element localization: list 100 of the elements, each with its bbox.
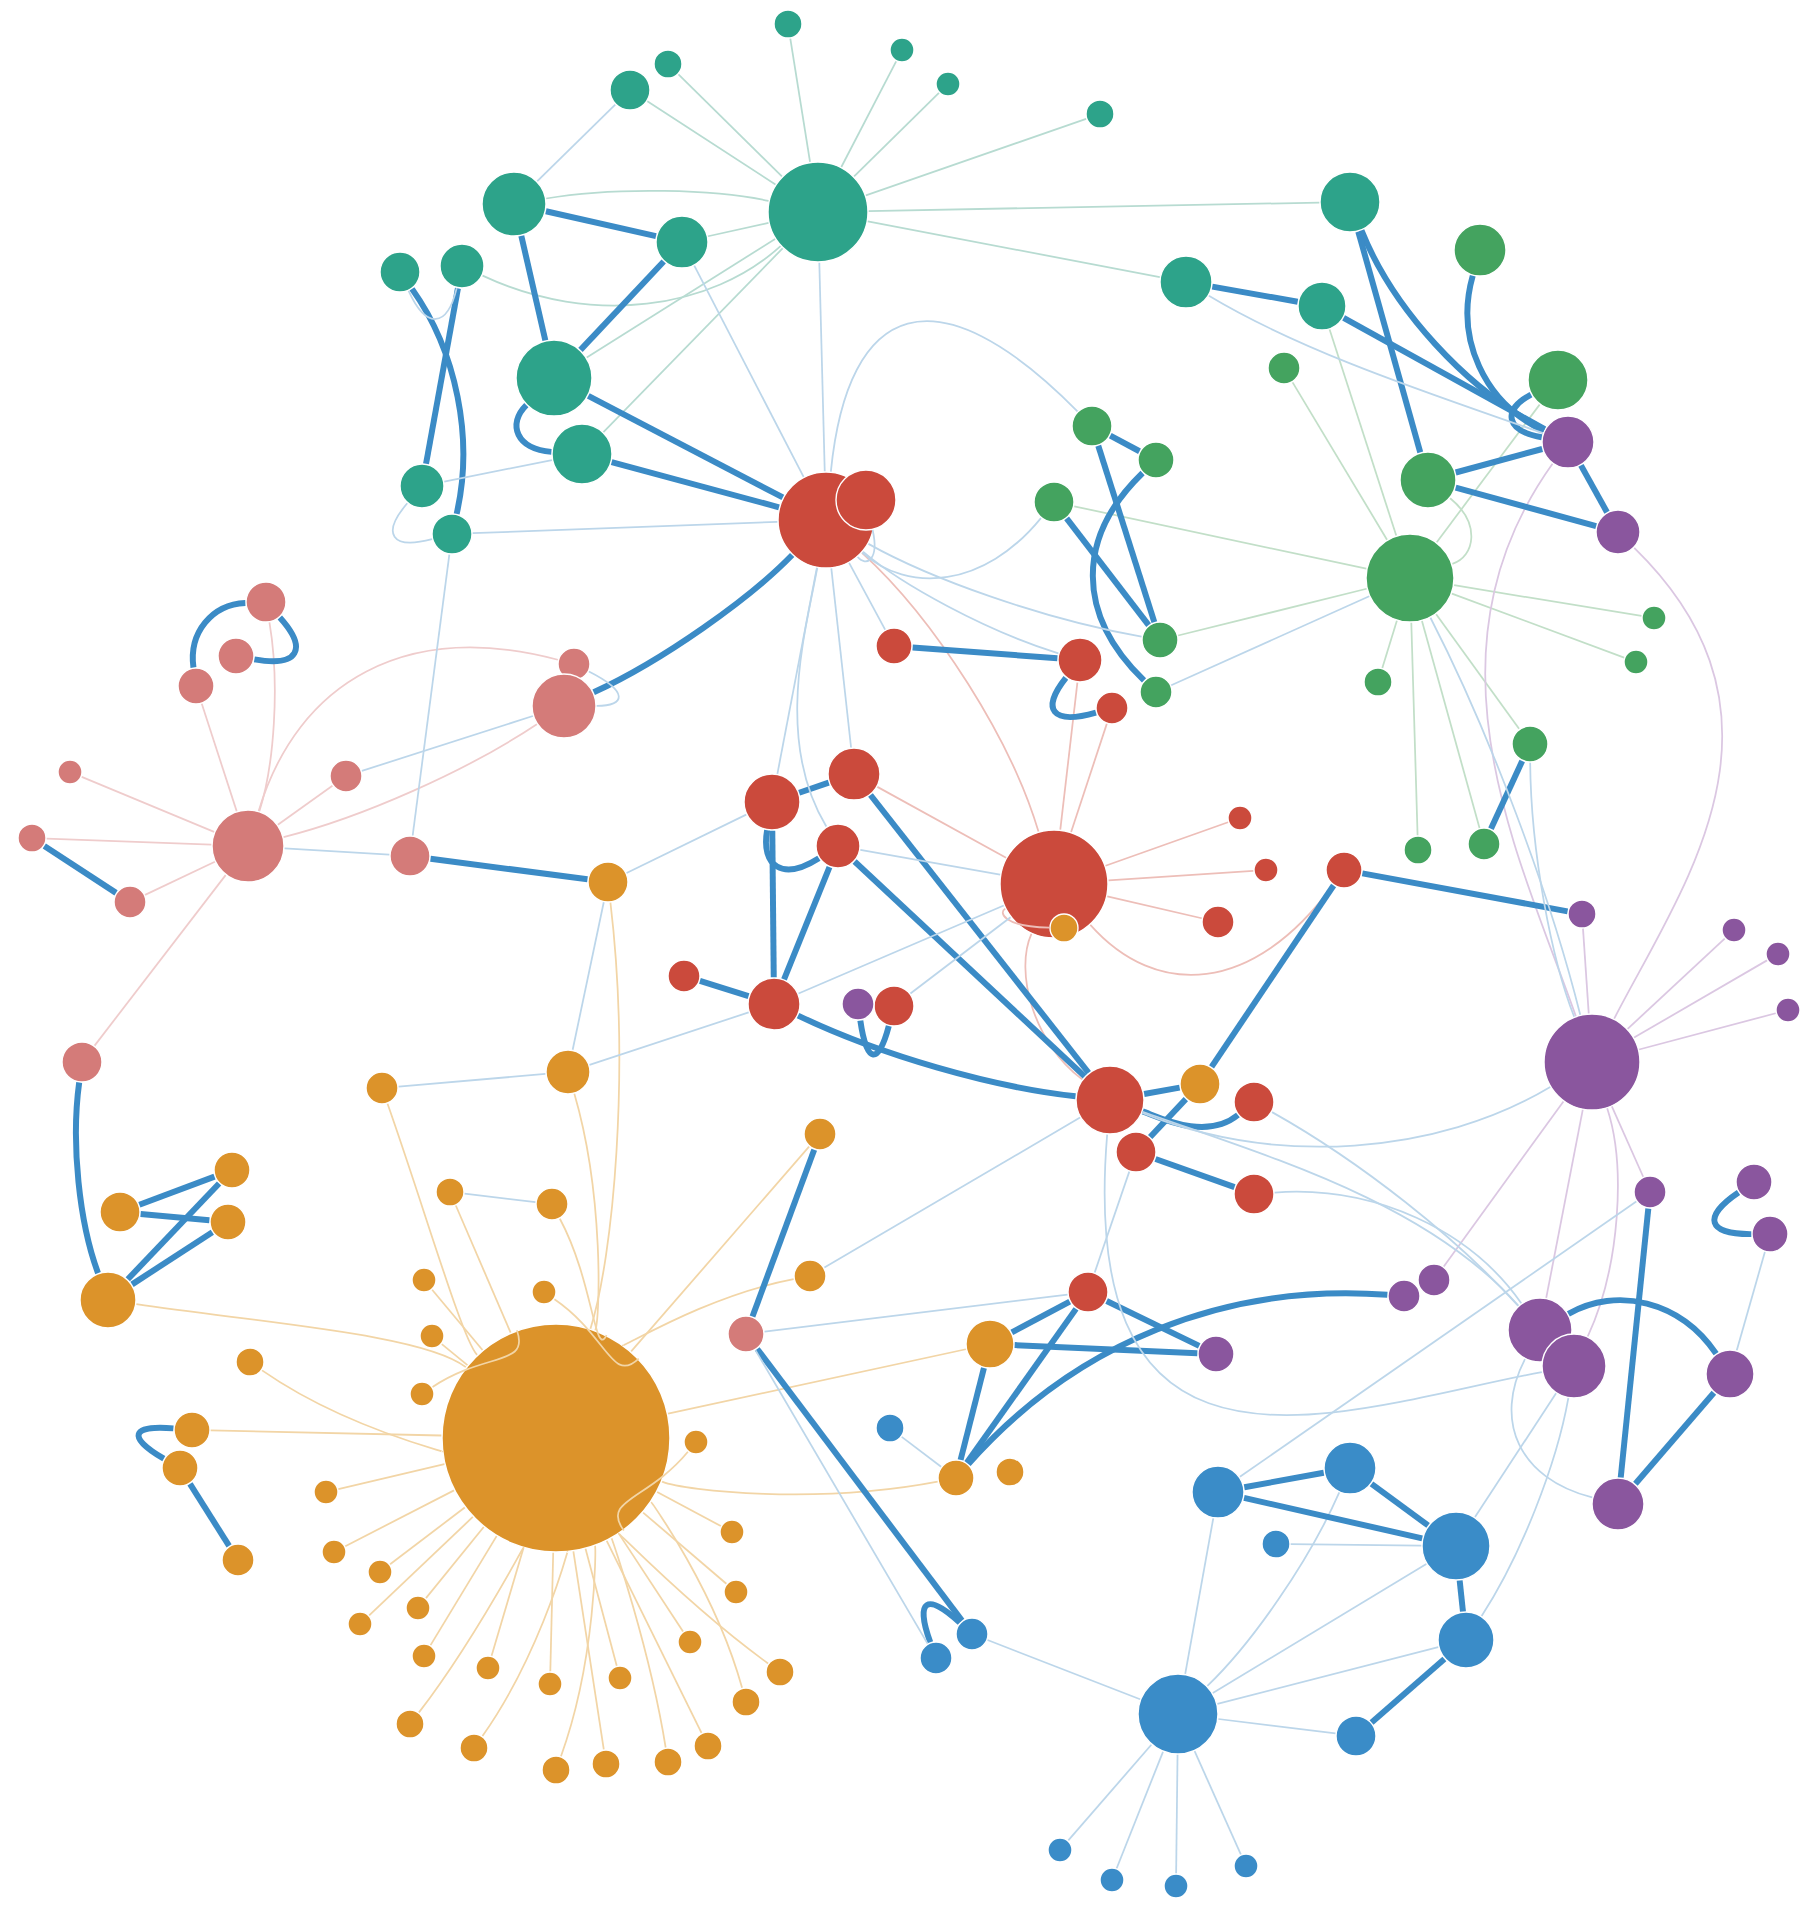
graph-node: [835, 469, 897, 531]
connector: [789, 37, 811, 163]
connector: [1361, 870, 1569, 915]
graph-node: [1365, 533, 1455, 623]
connector: [900, 1436, 942, 1468]
connector: [490, 1547, 525, 1657]
connector: [830, 567, 852, 749]
graph-node: [765, 1657, 795, 1687]
connector: [1239, 1200, 1638, 1478]
connector: [1582, 927, 1590, 1015]
connector: [138, 1173, 216, 1208]
connector: [630, 1145, 810, 1353]
connector: [572, 1550, 605, 1751]
connector: [471, 520, 779, 535]
graph-node: [321, 1539, 347, 1565]
graph-node: [541, 1755, 571, 1785]
graph-node: [1033, 481, 1075, 523]
graph-node: [1765, 941, 1791, 967]
graph-node: [545, 1049, 591, 1095]
graph-node: [875, 1413, 905, 1443]
connector: [677, 73, 783, 178]
connector: [857, 1020, 892, 1058]
connector: [553, 1298, 640, 1367]
connector: [986, 1639, 1141, 1701]
graph-node: [113, 885, 147, 919]
connector: [560, 1544, 597, 1758]
connector: [868, 793, 1091, 1075]
graph-node: [1233, 1853, 1259, 1879]
graph-node: [999, 829, 1109, 939]
graph-node: [1071, 405, 1113, 447]
connector: [1508, 392, 1543, 441]
connector: [1141, 1086, 1552, 1148]
graph-node: [1191, 1465, 1245, 1519]
graph-node: [61, 1041, 103, 1083]
connector: [344, 1489, 455, 1548]
graph-node: [1437, 1611, 1495, 1669]
graph-node: [767, 161, 869, 263]
connector: [1435, 613, 1520, 730]
graph-node: [723, 1579, 749, 1605]
connector: [867, 201, 1321, 212]
connector: [282, 723, 538, 838]
connector: [140, 1210, 210, 1224]
connector: [418, 1547, 525, 1714]
connector: [909, 916, 1012, 995]
graph-node: [1115, 1131, 1157, 1173]
connector: [1170, 595, 1371, 687]
connector: [1610, 1105, 1645, 1178]
graph-node: [1399, 451, 1457, 509]
connector: [1464, 275, 1546, 434]
connector: [957, 1367, 987, 1461]
connector: [661, 1480, 939, 1496]
connector: [876, 786, 1007, 859]
connector: [125, 1181, 222, 1282]
connector: [605, 1539, 703, 1734]
graph-node: [609, 69, 651, 111]
connector: [707, 222, 770, 238]
connector: [1342, 315, 1547, 432]
connector: [1106, 895, 1203, 920]
graph-node: [1159, 255, 1213, 309]
connector: [1104, 821, 1229, 867]
connector: [769, 830, 777, 978]
connector: [1217, 1718, 1337, 1735]
graph-node: [1085, 99, 1115, 129]
graph-node: [667, 959, 701, 993]
connector: [1626, 937, 1726, 1030]
connector: [481, 245, 782, 307]
graph-node: [531, 1279, 557, 1305]
connector: [386, 1102, 478, 1356]
connector: [1328, 328, 1398, 537]
graph-node: [399, 463, 445, 509]
graph-node: [747, 977, 801, 1031]
connector: [610, 459, 780, 511]
graph-node: [889, 37, 915, 63]
connector: [1456, 1580, 1466, 1612]
connector: [1369, 1481, 1430, 1528]
graph-node: [1047, 1837, 1073, 1863]
connector: [646, 100, 777, 186]
graph-node: [177, 667, 215, 705]
connector: [431, 1329, 520, 1388]
connector: [852, 859, 1087, 1079]
graph-node: [875, 627, 913, 665]
connector: [781, 865, 833, 981]
graph-node: [1099, 1867, 1125, 1893]
graph-node: [209, 1203, 247, 1241]
graph-node: [57, 759, 83, 785]
graph-node: [803, 1117, 837, 1151]
connector: [1070, 723, 1108, 833]
connector: [618, 1532, 684, 1633]
graph-node: [1323, 1441, 1377, 1495]
connector: [589, 901, 621, 1330]
connector: [430, 855, 588, 883]
graph-node: [719, 1519, 745, 1545]
connector: [865, 117, 1087, 197]
connector: [1108, 433, 1141, 454]
graph-node: [827, 747, 881, 801]
graph-node: [677, 1629, 703, 1655]
connector: [642, 1511, 728, 1585]
connector: [616, 1450, 689, 1532]
connector: [368, 1516, 474, 1617]
graph-node: [409, 1381, 435, 1407]
